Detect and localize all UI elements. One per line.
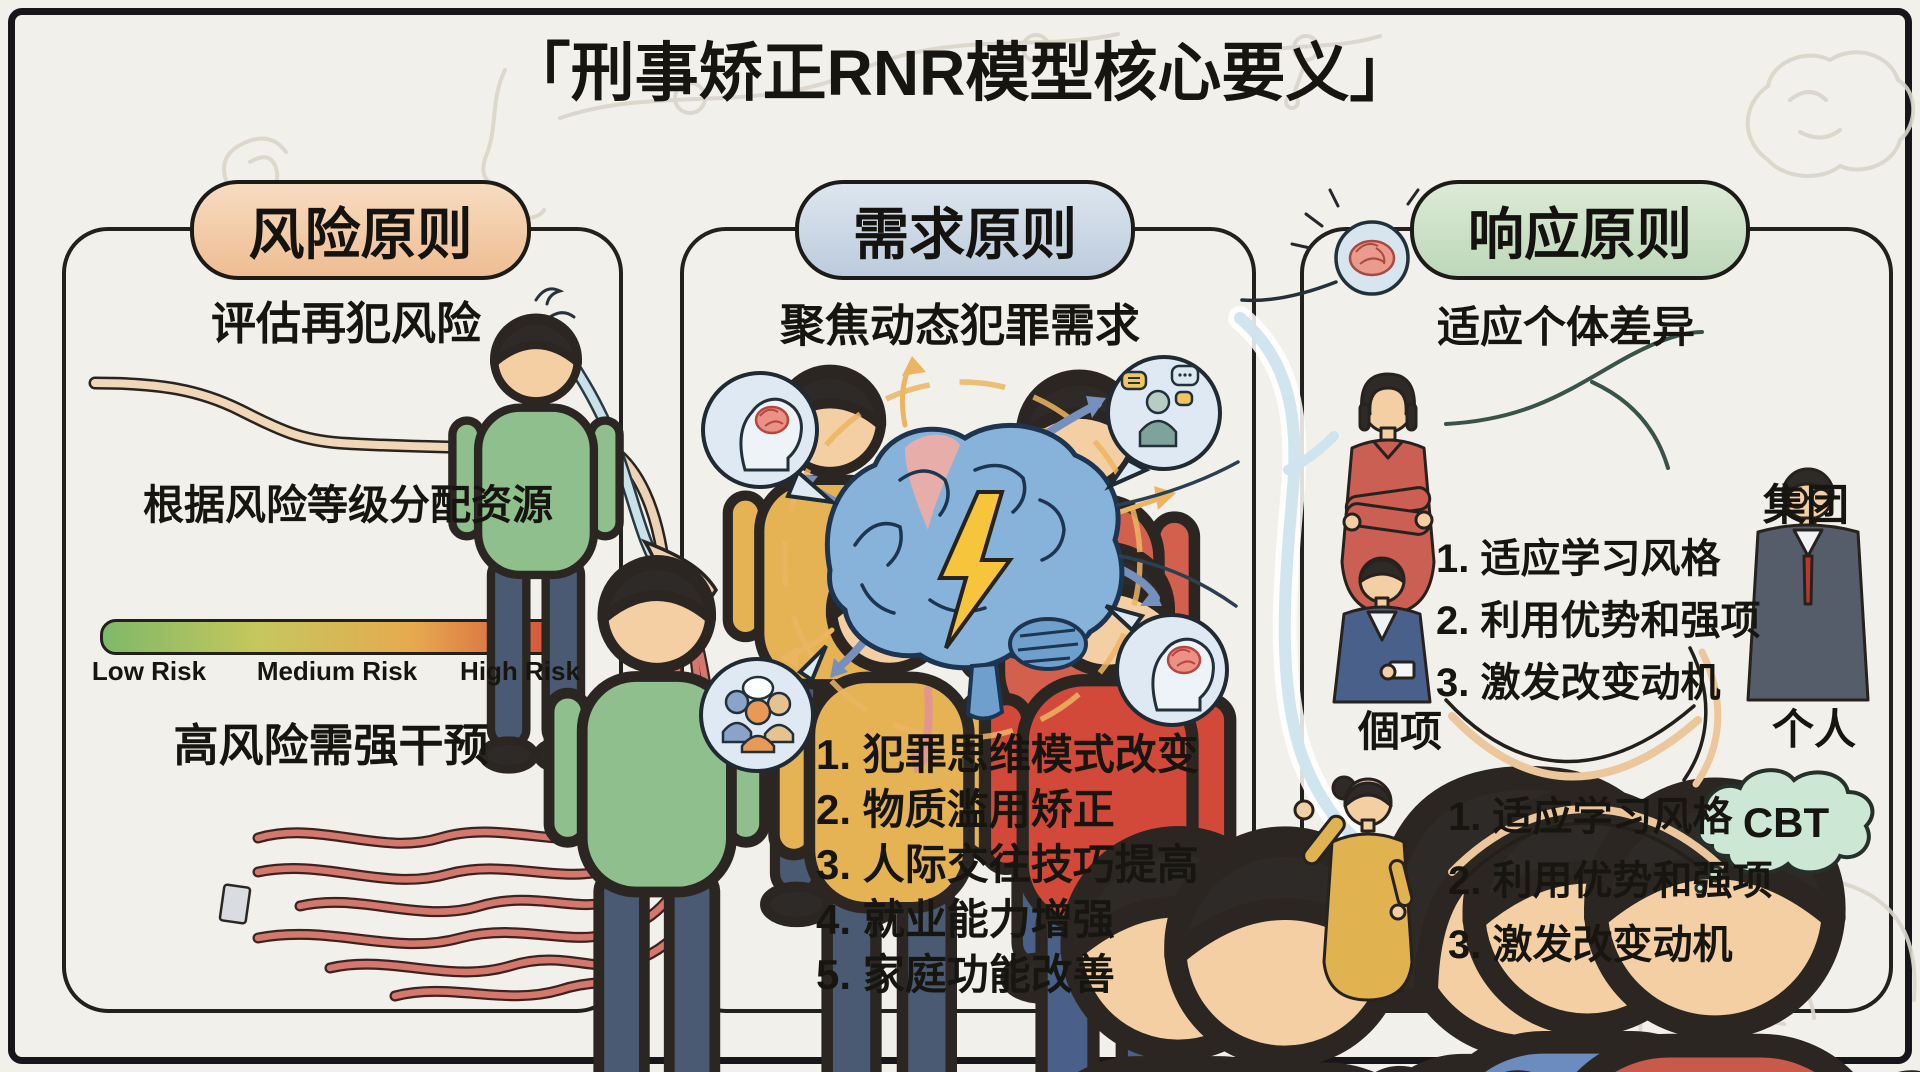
risk-intervention-text: 高风险需强干预 bbox=[173, 720, 489, 771]
bubble-group-icon bbox=[699, 644, 828, 773]
need-pill: 需求原则 bbox=[795, 180, 1135, 280]
individual-label: 個项 bbox=[1357, 708, 1443, 755]
need-bubbles bbox=[699, 355, 1229, 773]
cbt-cloud-icon bbox=[1694, 768, 1875, 894]
need-subtitle: 聚焦动态犯罪需求 bbox=[779, 300, 1141, 351]
risk-assess-text: 评估再犯风险 bbox=[210, 298, 482, 349]
man-suit-icon bbox=[1332, 556, 1432, 704]
high-risk-label: High Risk bbox=[460, 656, 580, 686]
medium-risk-label: Medium Risk bbox=[256, 656, 418, 686]
group-item-2: 2. 利用优势和强项 bbox=[1436, 599, 1761, 643]
cbt-label: CBT bbox=[1742, 799, 1830, 846]
risk-allocate-text: 根据风险等级分配资源 bbox=[143, 482, 553, 528]
outer-frame bbox=[8, 8, 1912, 1064]
sparking-brain-icon bbox=[1290, 188, 1442, 296]
clipboard-icon bbox=[218, 883, 252, 925]
individual-item-1: 1. 适应学习风格 bbox=[1448, 795, 1733, 839]
brain-stem bbox=[965, 661, 1005, 721]
responsivity-subtitle: 适应个体差异 bbox=[1437, 304, 1695, 352]
group-label: 集团 bbox=[1763, 482, 1849, 530]
need-item-1: 1. 犯罪思维模式改变 bbox=[816, 731, 1199, 778]
group-item-1: 1. 适应学习风格 bbox=[1436, 537, 1721, 581]
individual-item-3: 3. 激发改变动机 bbox=[1448, 923, 1733, 967]
bubble-communication-icon bbox=[1104, 355, 1222, 491]
need-item-4: 4. 就业能力增强 bbox=[816, 896, 1115, 943]
woman-yellow-gesturing-icon bbox=[1293, 775, 1414, 1002]
person-label: 个人 bbox=[1771, 706, 1857, 753]
right-streams bbox=[1116, 280, 1724, 888]
responsivity-pill: 响应原则 bbox=[1410, 180, 1750, 280]
need-pill-label: 需求原则 bbox=[853, 202, 1077, 266]
bubble-mind-icon bbox=[1104, 604, 1229, 727]
low-risk-label: Low Risk bbox=[91, 656, 207, 686]
need-item-5: 5. 家庭功能改善 bbox=[816, 951, 1115, 998]
man-glasses-icon bbox=[1746, 467, 1870, 702]
risk-pill-label: 风险原则 bbox=[248, 202, 473, 266]
lightning-bolt-icon bbox=[936, 490, 1014, 650]
need-item-3: 3. 人际交往技巧提高 bbox=[816, 841, 1199, 888]
need-item-2: 2. 物质滥用矫正 bbox=[816, 786, 1115, 833]
page-title: 「刑事矫正RNR模型核心要义」 bbox=[506, 37, 1414, 109]
responsivity-pill-label: 响应原则 bbox=[1468, 202, 1692, 266]
risk-pill: 风险原则 bbox=[190, 180, 531, 280]
individual-item-2: 2. 利用优势和强项 bbox=[1448, 859, 1773, 903]
bubble-thinking-icon bbox=[701, 371, 839, 505]
responsivity-figures bbox=[1293, 372, 1875, 1002]
group-item-3: 3. 激发改变动机 bbox=[1436, 661, 1721, 705]
intervention-group bbox=[218, 776, 1920, 1072]
